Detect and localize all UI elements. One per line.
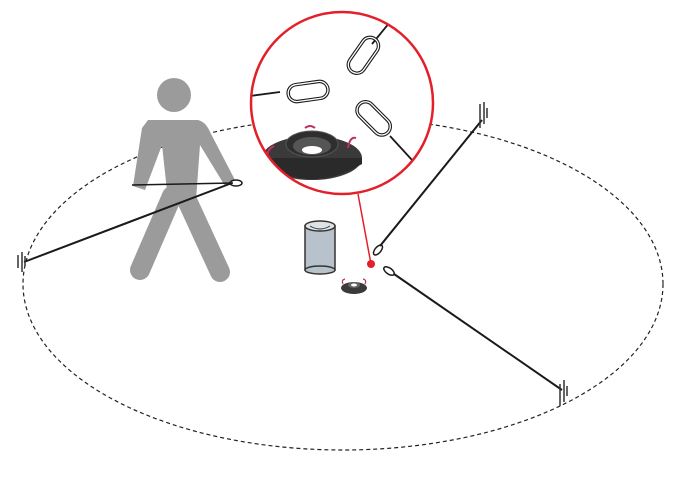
base-ring-icon	[341, 278, 367, 294]
callout-dot	[367, 260, 375, 268]
base-ring-detail-icon	[262, 125, 362, 180]
stake-icon	[17, 102, 568, 406]
person-walking-icon	[130, 78, 235, 282]
detail-inset	[249, 10, 435, 196]
boundary-ellipse	[22, 117, 664, 451]
ropes	[23, 119, 563, 391]
callout-line	[357, 193, 372, 265]
cylinder-roll-icon	[304, 220, 336, 275]
